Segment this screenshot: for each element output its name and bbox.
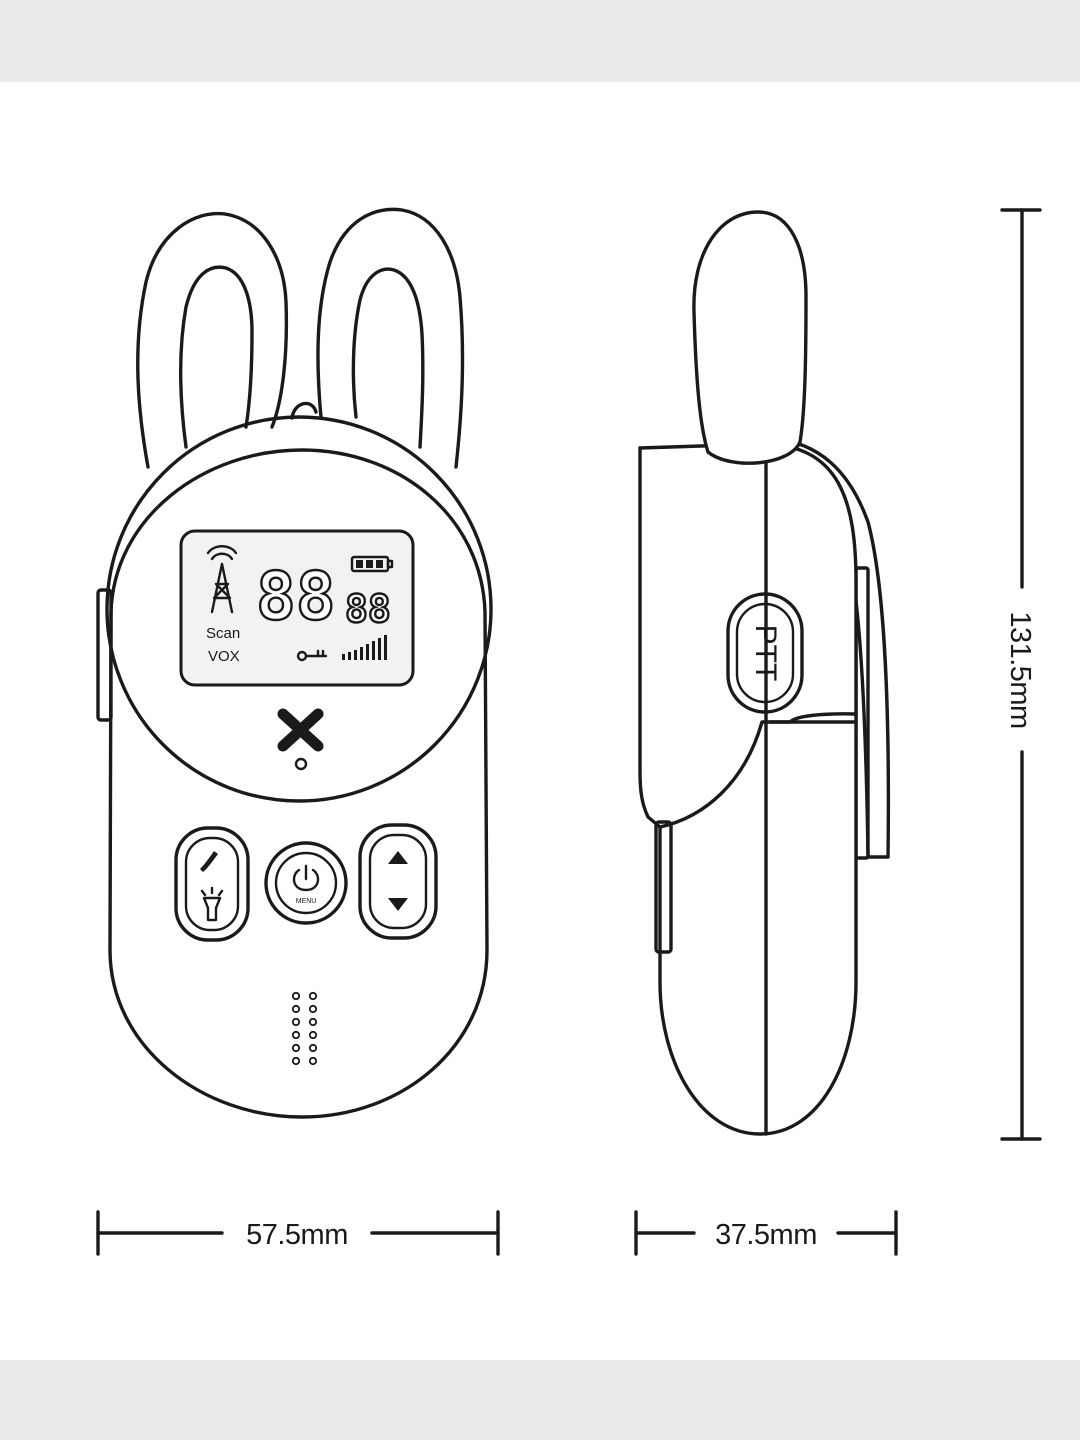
height-dimension: 131.5mm bbox=[1000, 208, 1042, 1141]
lcd-screen: 88 88 Scan VOX bbox=[179, 529, 415, 687]
right-ear bbox=[316, 207, 465, 469]
height-dimension-label: 131.5mm bbox=[1004, 611, 1036, 728]
side-body bbox=[638, 442, 858, 1136]
lcd-vox-label: VOX bbox=[208, 648, 240, 665]
speaker-grille bbox=[291, 991, 318, 1066]
lcd-scan-label: Scan bbox=[206, 625, 240, 642]
key-lock-icon bbox=[296, 649, 328, 662]
power-menu-button[interactable]: MENU bbox=[264, 841, 348, 925]
face-circle bbox=[105, 415, 493, 803]
depth-dimension-label: 37.5mm bbox=[715, 1219, 817, 1251]
lcd-big-digits: 88 bbox=[256, 558, 335, 635]
ptt-label: PTT bbox=[749, 625, 782, 682]
ptt-button[interactable]: PTT bbox=[726, 592, 804, 714]
menu-label: MENU bbox=[296, 898, 317, 905]
channel-up-down-button[interactable] bbox=[358, 823, 438, 940]
side-lower-button bbox=[654, 820, 673, 954]
left-ear bbox=[136, 211, 289, 469]
side-tab bbox=[96, 588, 113, 722]
diagram-canvas: 88 88 Scan VOX bbox=[0, 82, 1080, 1360]
lcd-small-digits: 88 bbox=[345, 587, 391, 631]
call-flashlight-button[interactable] bbox=[174, 826, 250, 942]
antenna-nub bbox=[290, 401, 318, 420]
front-view: 88 88 Scan VOX bbox=[96, 207, 493, 1119]
brand-logo-icon bbox=[277, 708, 324, 771]
signal-strength-icon bbox=[342, 635, 387, 660]
depth-dimension: 37.5mm bbox=[634, 1210, 898, 1256]
width-dimension: 57.5mm bbox=[96, 1210, 500, 1256]
arrow-down-icon bbox=[388, 898, 408, 911]
arrow-up-icon bbox=[388, 851, 408, 864]
side-curve bbox=[658, 712, 858, 829]
power-icon bbox=[292, 864, 320, 892]
width-dimension-label: 57.5mm bbox=[246, 1219, 348, 1251]
walkie-talkie-diagram: 88 88 Scan VOX bbox=[96, 207, 1042, 1256]
side-antenna bbox=[692, 210, 808, 465]
phone-icon bbox=[200, 851, 218, 872]
signal-tower-icon bbox=[206, 545, 238, 614]
side-view: PTT bbox=[638, 210, 891, 1136]
flashlight-icon bbox=[200, 886, 224, 922]
battery-icon bbox=[350, 555, 394, 573]
